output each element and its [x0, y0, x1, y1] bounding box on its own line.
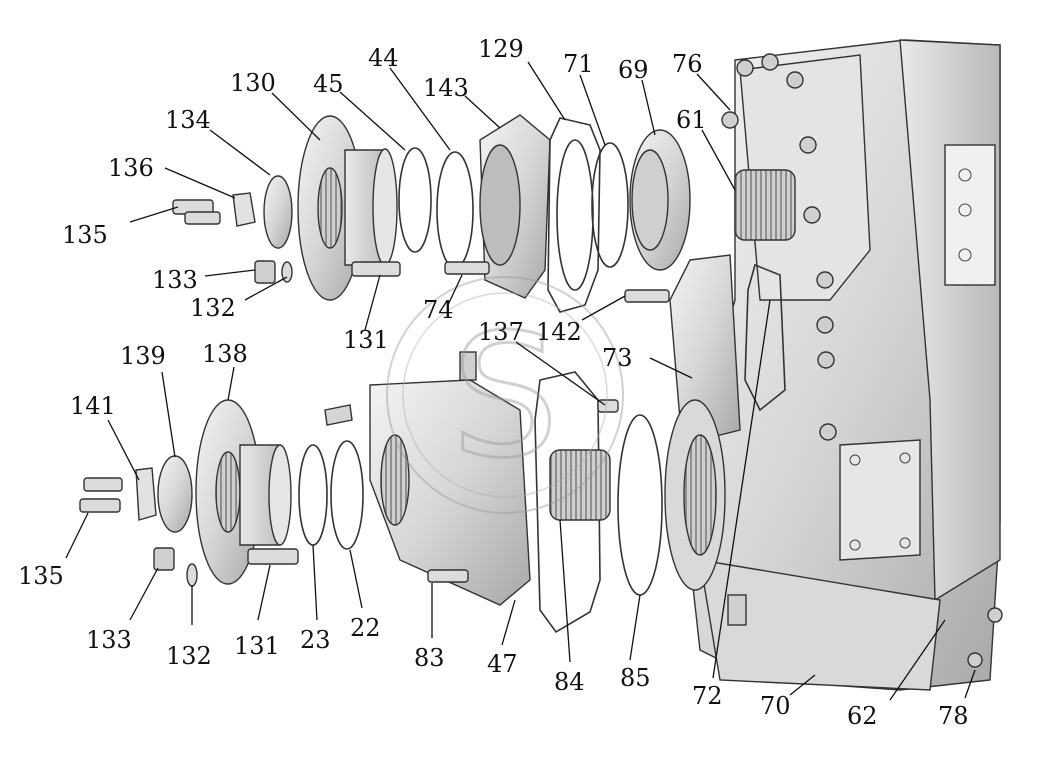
callout-73: 73: [602, 344, 633, 372]
callout-47: 47: [487, 650, 518, 678]
callout-76: 76: [672, 50, 703, 78]
callout-71: 71: [563, 50, 594, 78]
callout-70: 70: [760, 692, 791, 720]
callout-62: 62: [847, 702, 878, 730]
callout-136: 136: [108, 154, 154, 182]
upper-output-assembly: [172, 114, 691, 313]
callout-134: 134: [165, 106, 211, 134]
callout-23: 23: [300, 626, 331, 654]
watermark-letter: S: [451, 298, 559, 496]
callout-132-upper: 132: [190, 294, 236, 322]
callout-129: 129: [478, 35, 524, 63]
callout-131-lower: 131: [234, 632, 280, 660]
callout-137: 137: [478, 318, 524, 346]
callout-141: 141: [70, 392, 116, 420]
callout-135-upper: 135: [62, 221, 108, 249]
callout-61: 61: [676, 106, 707, 134]
callout-132-lower: 132: [166, 642, 212, 670]
callout-85: 85: [620, 664, 651, 692]
callout-135-lower: 135: [18, 562, 64, 590]
callout-133-upper: 133: [152, 266, 198, 294]
callout-69: 69: [618, 56, 649, 84]
callout-139: 139: [120, 342, 166, 370]
watermark: S: [386, 276, 624, 514]
callout-44: 44: [368, 44, 399, 72]
transmission-housing: [689, 39, 1003, 691]
callout-labels: 130 45 44 143 129 71 69 76 134 61 136 13…: [18, 35, 969, 730]
callout-83: 83: [414, 644, 445, 672]
callout-22: 22: [350, 614, 381, 642]
callout-78: 78: [938, 702, 969, 730]
callout-133-lower: 133: [86, 626, 132, 654]
leader-lines: [65, 61, 976, 701]
callout-45: 45: [313, 70, 344, 98]
callout-143: 143: [423, 74, 469, 102]
callout-142: 142: [536, 318, 582, 346]
callout-131-upper: 131: [343, 326, 389, 354]
callout-138: 138: [202, 340, 248, 368]
callout-72: 72: [692, 682, 723, 710]
callout-74: 74: [423, 296, 454, 324]
callout-130: 130: [230, 69, 276, 97]
callout-84: 84: [554, 668, 585, 696]
lower-output-assembly: [79, 254, 786, 634]
